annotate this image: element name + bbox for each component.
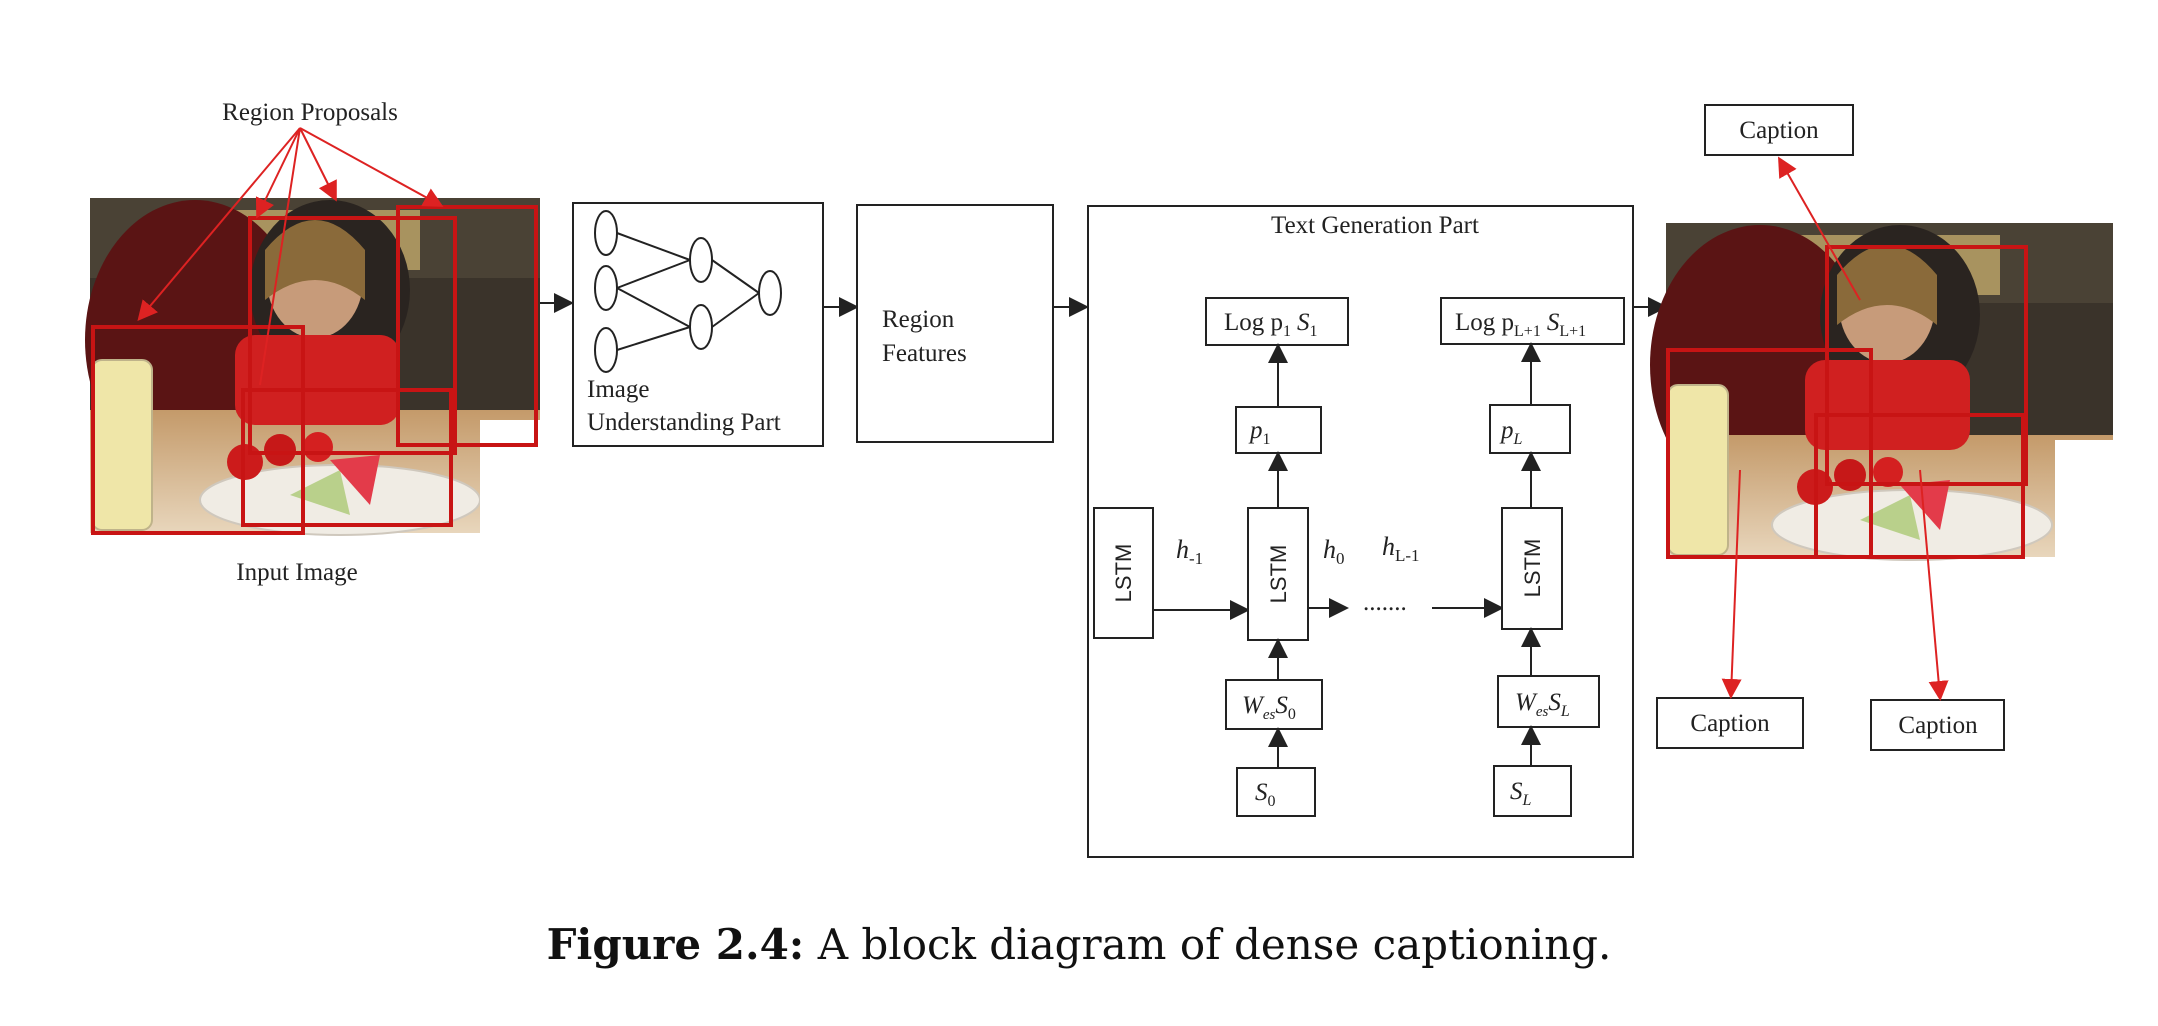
wes-sL-label: WesSL bbox=[1515, 689, 1570, 720]
figure-caption-text: A block diagram of dense captioning. bbox=[817, 920, 1612, 969]
figure-label: Figure 2.4: bbox=[546, 920, 805, 969]
image-understanding-label-2: Understanding Part bbox=[587, 409, 781, 436]
proposal-box-4 bbox=[241, 388, 453, 527]
log-p1-box bbox=[1205, 297, 1349, 346]
hL-1-label: hL-1 bbox=[1382, 532, 1420, 565]
lstm-final-label: LSTM bbox=[1520, 539, 1545, 598]
proposal-box-1 bbox=[91, 325, 305, 535]
dots-label: ....... bbox=[1363, 589, 1407, 616]
wes-s0-label: WesS0 bbox=[1242, 692, 1296, 723]
figure-caption: Figure 2.4: A block diagram of dense cap… bbox=[0, 920, 2158, 969]
text-generation-label: Text Generation Part bbox=[1271, 212, 1479, 239]
image-understanding-box bbox=[572, 202, 824, 447]
p1-box bbox=[1235, 406, 1322, 454]
sL-label: SL bbox=[1510, 778, 1532, 809]
lstm-step1-label: LSTM bbox=[1266, 545, 1291, 604]
proposal-box-2 bbox=[248, 216, 457, 455]
pL-label: pL bbox=[1499, 417, 1523, 448]
output-image bbox=[1650, 223, 2113, 561]
caption-box-top bbox=[1704, 104, 1854, 156]
lstm-initial-label: LSTM bbox=[1111, 544, 1136, 603]
region-features-box bbox=[856, 204, 1054, 443]
caption-label-right: Caption bbox=[1898, 712, 1978, 739]
pL-box bbox=[1489, 404, 1571, 454]
s0-label: S0 bbox=[1255, 779, 1276, 810]
lstm-step1-box bbox=[1247, 507, 1309, 641]
caption-arrow-right bbox=[1919, 469, 1949, 701]
dense-captioning-diagram: Region Proposals Input Image Image Under… bbox=[85, 99, 2113, 858]
wes-sL-box bbox=[1497, 675, 1600, 728]
region-proposal-arrows bbox=[137, 127, 444, 386]
wes-s0-box bbox=[1225, 679, 1323, 730]
h-minus1-label: h-1 bbox=[1176, 535, 1203, 568]
sL-box bbox=[1493, 765, 1572, 817]
caption-arrow-left bbox=[1721, 469, 1742, 699]
p1-label: p1 bbox=[1248, 417, 1271, 448]
caption-label-top: Caption bbox=[1739, 117, 1819, 144]
input-image bbox=[85, 198, 540, 536]
caption-arrow-top bbox=[1778, 156, 1861, 301]
input-image-label: Input Image bbox=[236, 559, 357, 586]
caption-box-left bbox=[1656, 697, 1804, 749]
region-proposals-label: Region Proposals bbox=[222, 99, 398, 126]
proposal-box-3 bbox=[396, 205, 538, 447]
lstm-initial-box bbox=[1093, 507, 1154, 639]
lstm-final-box bbox=[1501, 507, 1563, 630]
s0-box bbox=[1236, 767, 1316, 817]
caption-label-left: Caption bbox=[1690, 710, 1770, 737]
log-pL-box bbox=[1440, 297, 1625, 345]
region-features-label-2: Features bbox=[882, 340, 967, 367]
h0-label: h0 bbox=[1323, 535, 1345, 568]
image-understanding-label-1: Image bbox=[587, 376, 649, 403]
region-features-label-1: Region bbox=[882, 306, 955, 333]
